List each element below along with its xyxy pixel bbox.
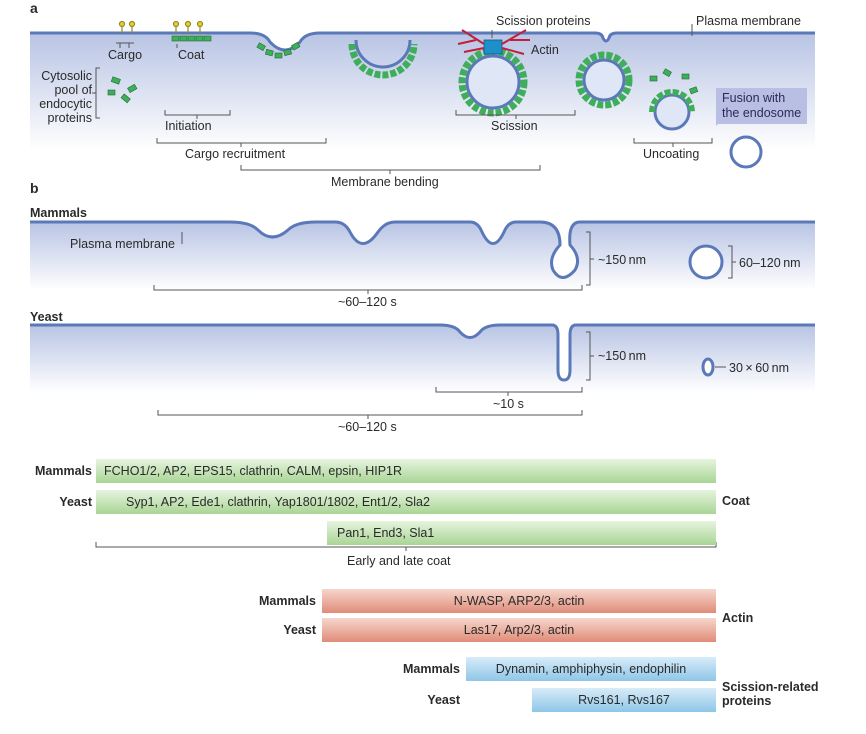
- yeast-time-long: ~60–120 s: [338, 420, 397, 434]
- yeast-title: Yeast: [30, 310, 63, 324]
- coat-yeast-label: Yeast: [59, 495, 92, 509]
- yeast-membrane: [30, 323, 815, 382]
- scission-category: Scission-related proteins: [722, 680, 819, 708]
- plasma-membrane-label-a: Plasma membrane: [696, 14, 801, 28]
- coat-category: Coat: [722, 494, 750, 508]
- scission-yeast-bar: Rvs161, Rvs167: [532, 688, 716, 712]
- scission-proteins-label: Scission proteins: [496, 14, 591, 28]
- dynamin-collar: [483, 39, 503, 55]
- cargo-molecules: [118, 20, 204, 33]
- coat-label: Coat: [178, 48, 205, 62]
- coat-mammals-label: Mammals: [35, 464, 92, 478]
- panel-a-brackets: [92, 24, 713, 174]
- yeast-vesicle: [701, 357, 715, 377]
- mammals-depth: ~150 nm: [598, 253, 647, 267]
- actin-category: Actin: [722, 611, 754, 625]
- scission-mammals-bar: Dynamin, amphiphysin, endophilin: [466, 657, 716, 681]
- scission-pit: [457, 29, 530, 117]
- yeast-depth: ~150 nm: [598, 349, 647, 363]
- coat-mammals-bar: FCHO1/2, AP2, EPS15, clathrin, CALM, eps…: [96, 459, 716, 483]
- scission-yeast-text: Rvs161, Rvs167: [578, 693, 670, 707]
- actin-label: Actin: [531, 43, 559, 57]
- actin-mammals-bar: N-WASP, ARP2/3, actin: [322, 589, 716, 613]
- plasma-membrane-label-b: Plasma membrane: [70, 237, 175, 251]
- cytosolic-pool-label: Cytosolic pool of endocytic proteins: [39, 69, 92, 125]
- yeast-vesicle-size: 30 × 60 nm: [729, 361, 789, 375]
- scission-yeast-label: Yeast: [427, 693, 460, 707]
- panel-a-label: a: [30, 0, 38, 16]
- panel-a-cytosol: [30, 33, 815, 150]
- scission-label: Scission: [491, 119, 538, 133]
- uncoating-vesicle: [649, 68, 699, 131]
- actin-yeast-bar: Las17, Arp2/3, actin: [322, 618, 716, 642]
- mammals-brackets: [153, 231, 736, 294]
- coat-late-text: Pan1, End3, Sla1: [337, 526, 435, 540]
- coat-bracket-label: Early and late coat: [347, 554, 451, 568]
- actin-yeast-text: Las17, Arp2/3, actin: [463, 623, 575, 637]
- membrane-bending-label: Membrane bending: [331, 175, 439, 189]
- uncoating-label: Uncoating: [643, 147, 700, 161]
- yeast-time-short: ~10 s: [493, 397, 524, 411]
- mammals-vesicle-size: 60–120 nm: [739, 256, 801, 270]
- mammals-title: Mammals: [30, 206, 87, 220]
- coat-bracket: [95, 542, 717, 551]
- actin-mammals-text: N-WASP, ARP2/3, actin: [453, 594, 585, 608]
- actin-mammals-label: Mammals: [259, 594, 316, 608]
- scission-mammals-text: Dynamin, amphiphysin, endophilin: [495, 662, 687, 676]
- yeast-cytosol: [30, 325, 815, 392]
- panel-a-membrane: [30, 31, 815, 52]
- scission-mammals-label: Mammals: [403, 662, 460, 676]
- shallow-pit: [256, 41, 301, 59]
- actin-filaments: [457, 29, 530, 55]
- fusion-callout: Fusion with the endosome: [716, 88, 808, 124]
- initiation-label: Initiation: [165, 119, 212, 133]
- cytosolic-pool-proteins: [107, 76, 138, 104]
- coat-yeast-bar: Syp1, AP2, Ede1, clathrin, Yap1801/1802,…: [96, 490, 716, 514]
- coat-mammals-text: FCHO1/2, AP2, EPS15, clathrin, CALM, eps…: [104, 464, 403, 478]
- coat-late-bar: Pan1, End3, Sla1: [327, 521, 716, 545]
- panel-b-label: b: [30, 180, 39, 196]
- mammals-cytosol: [30, 222, 815, 290]
- mammals-membrane: [30, 220, 815, 279]
- initial-coat: [171, 35, 212, 42]
- deep-pit: [348, 39, 418, 79]
- mammals-time: ~60–120 s: [338, 295, 397, 309]
- mammals-vesicle: [688, 244, 724, 280]
- coated-vesicle: [575, 51, 633, 109]
- yeast-brackets: [157, 331, 726, 419]
- actin-yeast-label: Yeast: [283, 623, 316, 637]
- cargo-label: Cargo: [108, 48, 143, 62]
- naked-vesicle: [729, 135, 763, 169]
- cargo-recruitment-label: Cargo recruitment: [185, 147, 286, 161]
- coat-yeast-text: Syp1, AP2, Ede1, clathrin, Yap1801/1802,…: [126, 495, 430, 509]
